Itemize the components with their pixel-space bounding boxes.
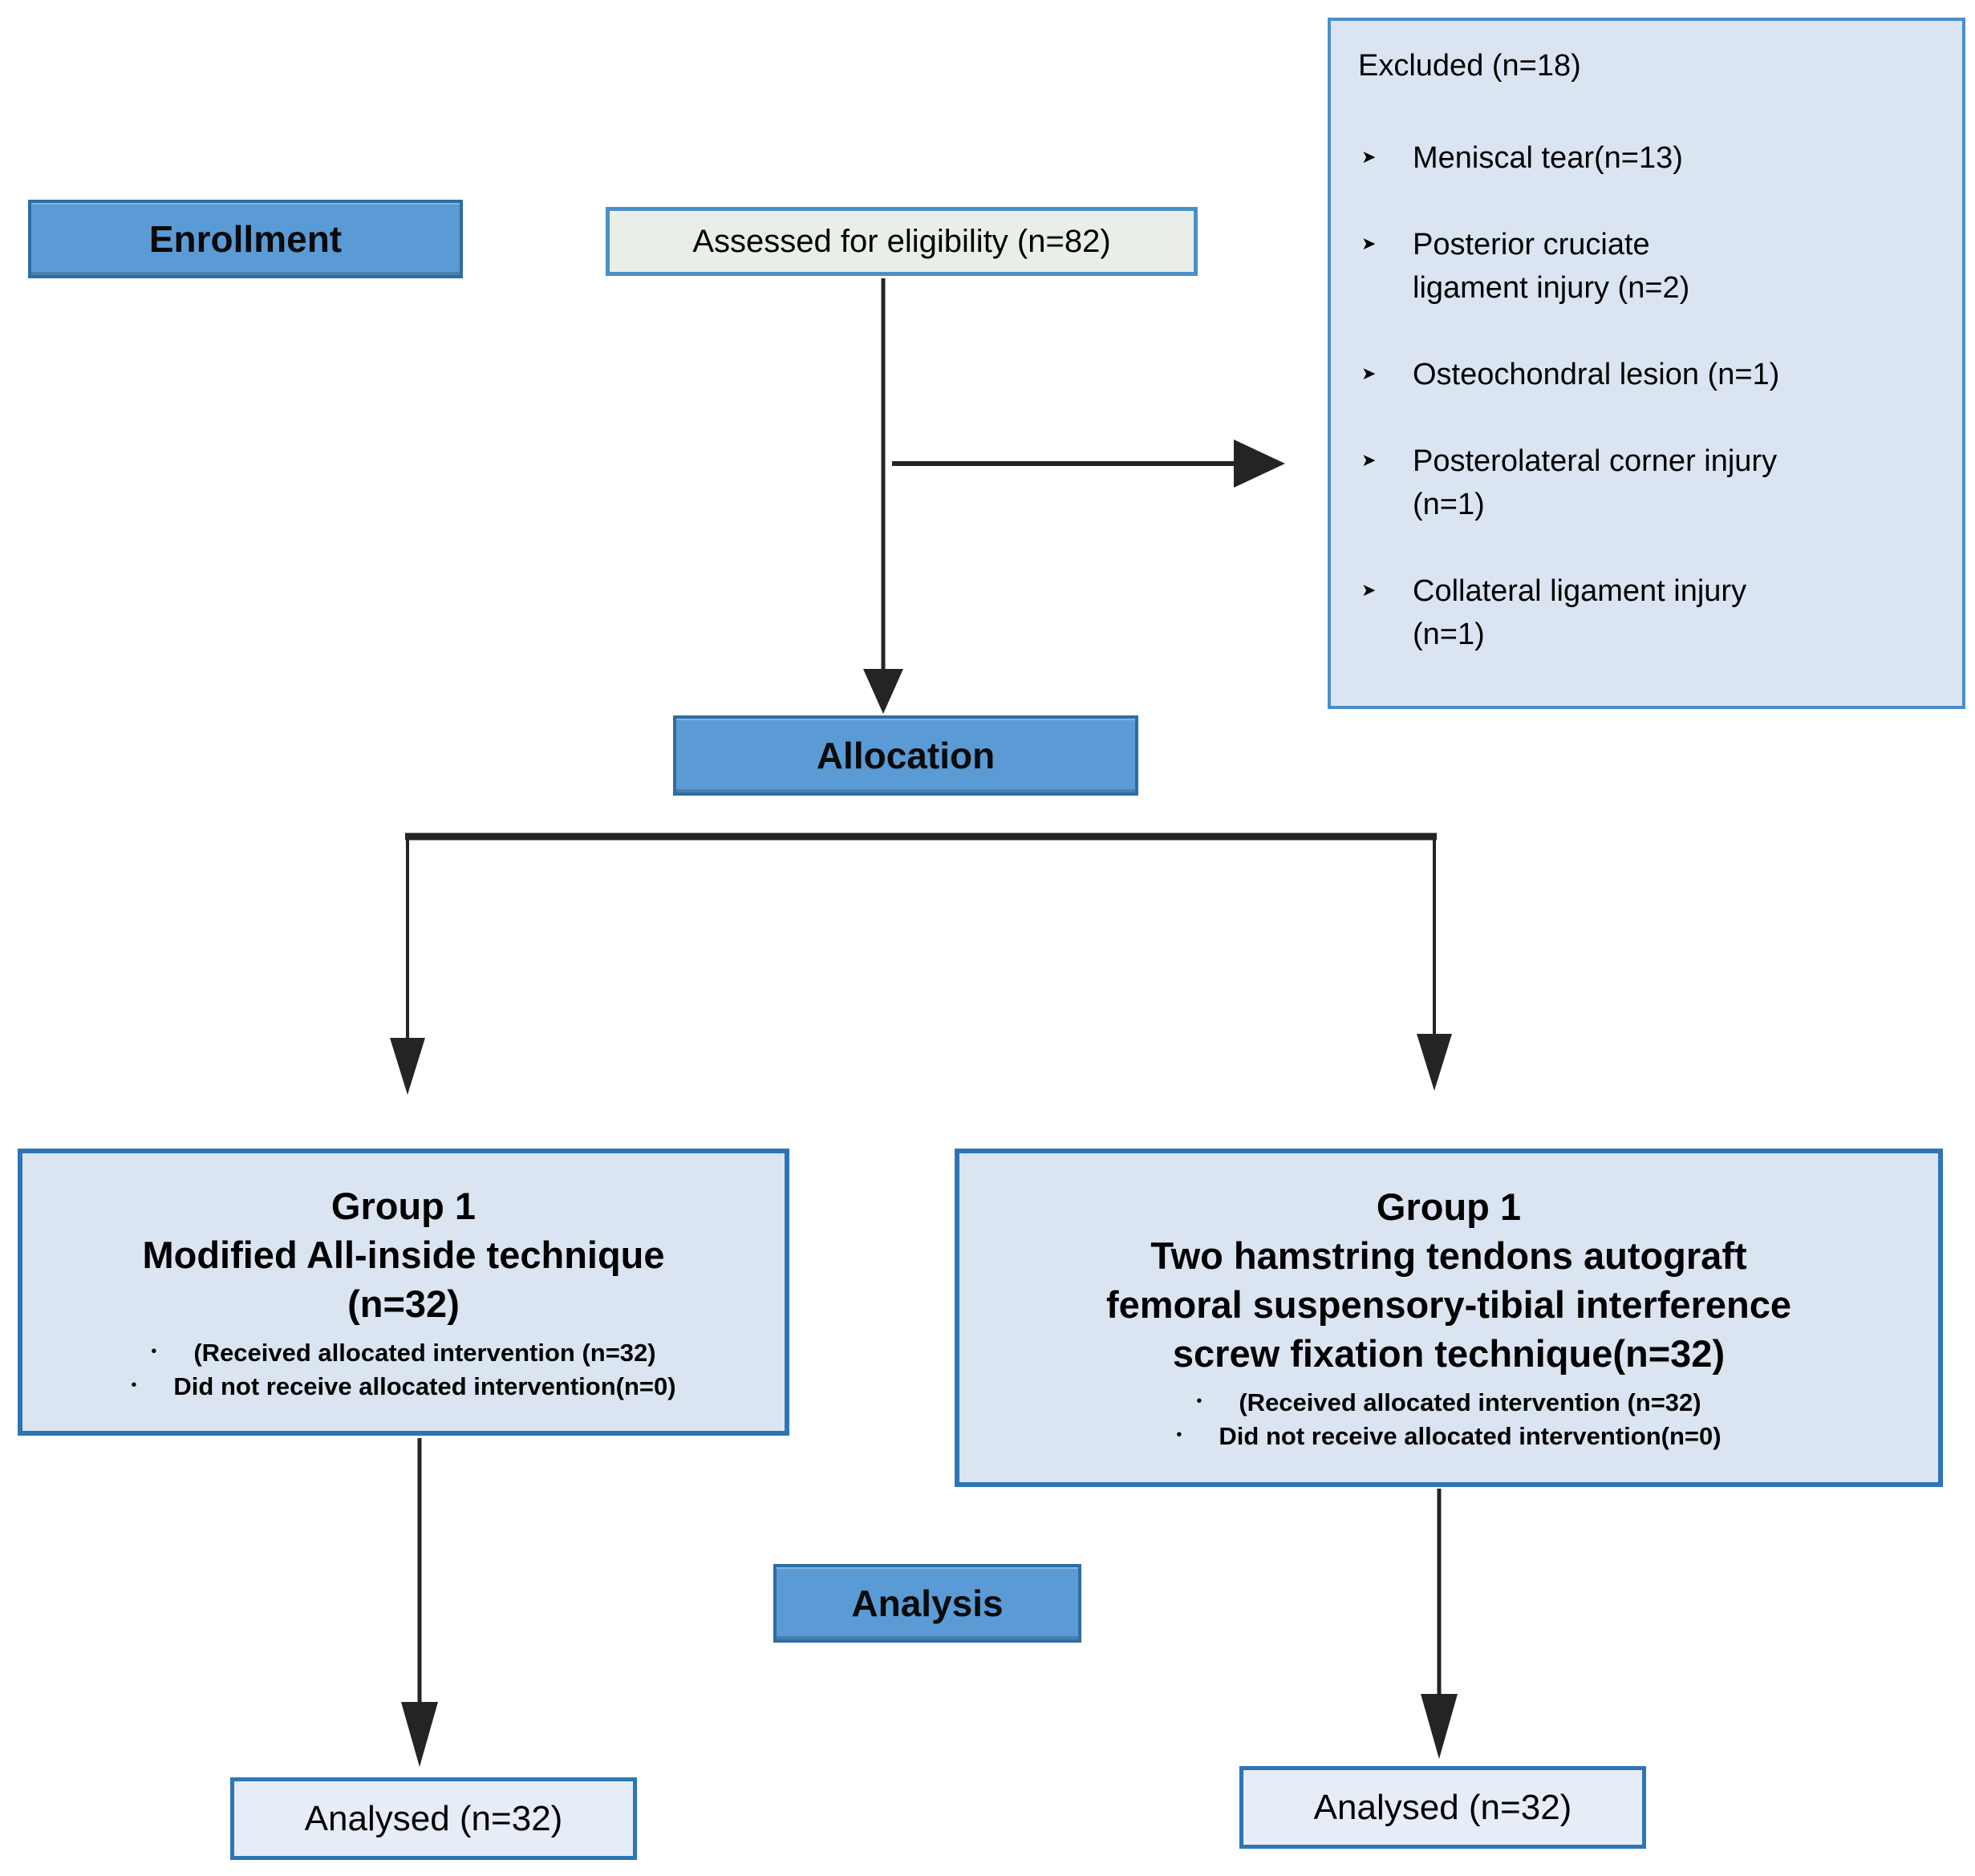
excluded-item-line: Posterolateral corner injury [1413,444,1778,478]
assessed-label: Assessed for eligibility (n=82) [692,223,1111,259]
group1-box: Group 1 Modified All-inside technique (n… [18,1149,789,1436]
group2-bullet-label: (Received allocated intervention (n=32) [1239,1388,1701,1416]
group2-bullet-label: Did not receive allocated intervention(n… [1219,1422,1722,1450]
analysis-phase-label: Analysis [851,1582,1004,1624]
arrow-bullet-icon: ➤ [1361,363,1377,383]
allocation-phase-label: Allocation [816,735,996,776]
assessed-box: Assessed for eligibility (n=82) [606,207,1198,276]
dot-bullet-icon: • [131,1376,137,1394]
group2-title-line: screw fixation technique(n=32) [1172,1332,1726,1375]
group1-title-line: (n=32) [347,1282,460,1325]
group2-title-line: Group 1 [1376,1185,1522,1228]
group1-title-line: Modified All-inside technique [142,1233,665,1276]
excluded-item-line: Osteochondral lesion (n=1) [1413,358,1780,391]
arrow-to-excluded [892,440,1285,488]
arrow-bullet-icon: ➤ [1361,233,1377,253]
excluded-title: Excluded (n=18) [1358,49,1581,83]
group2-title-line: femoral suspensory-tibial interference [1105,1283,1792,1326]
excluded-item-meniscal: ➤ Meniscal tear(n=13) [1358,136,1683,180]
excluded-item-osteochondral: ➤ Osteochondral lesion (n=1) [1358,353,1779,396]
excluded-item-pcl: ➤ Posterior cruciate ligament injury (n=… [1358,223,1689,310]
group1-bullet-row: • Did not receive allocated intervention… [131,1370,675,1404]
arrow-bullet-icon: ➤ [1361,147,1377,167]
excluded-item-line: Posterior cruciate [1413,228,1650,261]
analysis-phase-header: Analysis [773,1564,1081,1643]
arrow-group1-to-analysed [401,1438,438,1767]
excluded-item-posterolateral: ➤ Posterolateral corner injury (n=1) [1358,440,1777,526]
excluded-box: Excluded (n=18) ➤ Meniscal tear(n=13) ➤ … [1328,18,1965,709]
group1-bullet-row: • (Received allocated intervention (n=32… [131,1336,675,1370]
excluded-item-collateral: ➤ Collateral ligament injury (n=1) [1358,569,1746,656]
analysed-left-box: Analysed (n=32) [230,1777,637,1860]
arrow-bullet-icon: ➤ [1361,450,1377,470]
enrollment-phase-label: Enrollment [148,218,343,260]
group1-bullet-label: (Received allocated intervention (n=32) [193,1338,656,1367]
dot-bullet-icon: • [151,1342,157,1360]
enrollment-phase-header: Enrollment [28,200,463,278]
group2-bullets: • (Received allocated intervention (n=32… [1176,1386,1721,1453]
analysed-left-label: Analysed (n=32) [304,1798,563,1838]
dot-bullet-icon: • [1176,1426,1182,1444]
group2-title-line: Two hamstring tendons autograft [1150,1234,1747,1277]
excluded-item-line: (n=1) [1413,618,1485,651]
group2-title: Group 1 Two hamstring tendons autograft … [1106,1182,1791,1378]
analysed-right-box: Analysed (n=32) [1239,1766,1646,1849]
arrow-assessed-to-allocation [863,278,903,714]
group1-title-line: Group 1 [331,1184,477,1227]
analysed-right-label: Analysed (n=32) [1313,1787,1572,1827]
arrow-bullet-icon: ➤ [1361,580,1377,600]
group2-bullet-row: • (Received allocated intervention (n=32… [1176,1386,1721,1420]
dot-bullet-icon: • [1196,1392,1202,1410]
allocation-phase-header: Allocation [673,715,1138,796]
group1-bullet-label: Did not receive allocated intervention(n… [173,1372,676,1400]
group1-bullets: • (Received allocated intervention (n=32… [131,1336,675,1404]
arrow-group2-to-analysed [1421,1489,1458,1759]
group2-box: Group 1 Two hamstring tendons autograft … [955,1149,1943,1487]
excluded-item-line: Meniscal tear(n=13) [1413,141,1683,175]
group1-title: Group 1 Modified All-inside technique (n… [142,1181,664,1328]
excluded-item-line: (n=1) [1413,488,1485,521]
group2-bullet-row: • Did not receive allocated intervention… [1176,1420,1721,1453]
excluded-item-line: ligament injury (n=2) [1413,271,1690,305]
excluded-item-line: Collateral ligament injury [1413,574,1747,608]
allocation-split-connector [390,833,1452,1095]
